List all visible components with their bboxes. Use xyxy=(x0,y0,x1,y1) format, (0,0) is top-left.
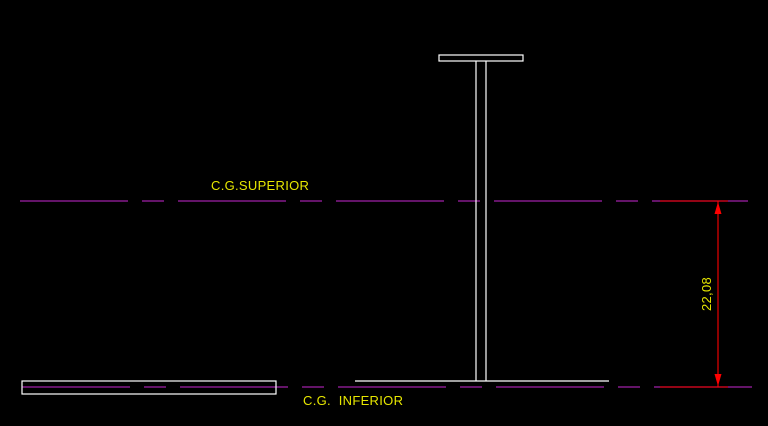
dimension-arrow-top xyxy=(714,202,722,214)
cg-superior-label: C.G.SUPERIOR xyxy=(211,178,309,193)
beam-top-flange xyxy=(438,54,524,62)
dimension-value-label: 22,08 xyxy=(699,277,714,311)
bottom-plate xyxy=(21,380,277,395)
cg-inferior-label: C.G. INFERIOR xyxy=(303,393,403,408)
dimension-arrow-bottom xyxy=(714,374,722,386)
